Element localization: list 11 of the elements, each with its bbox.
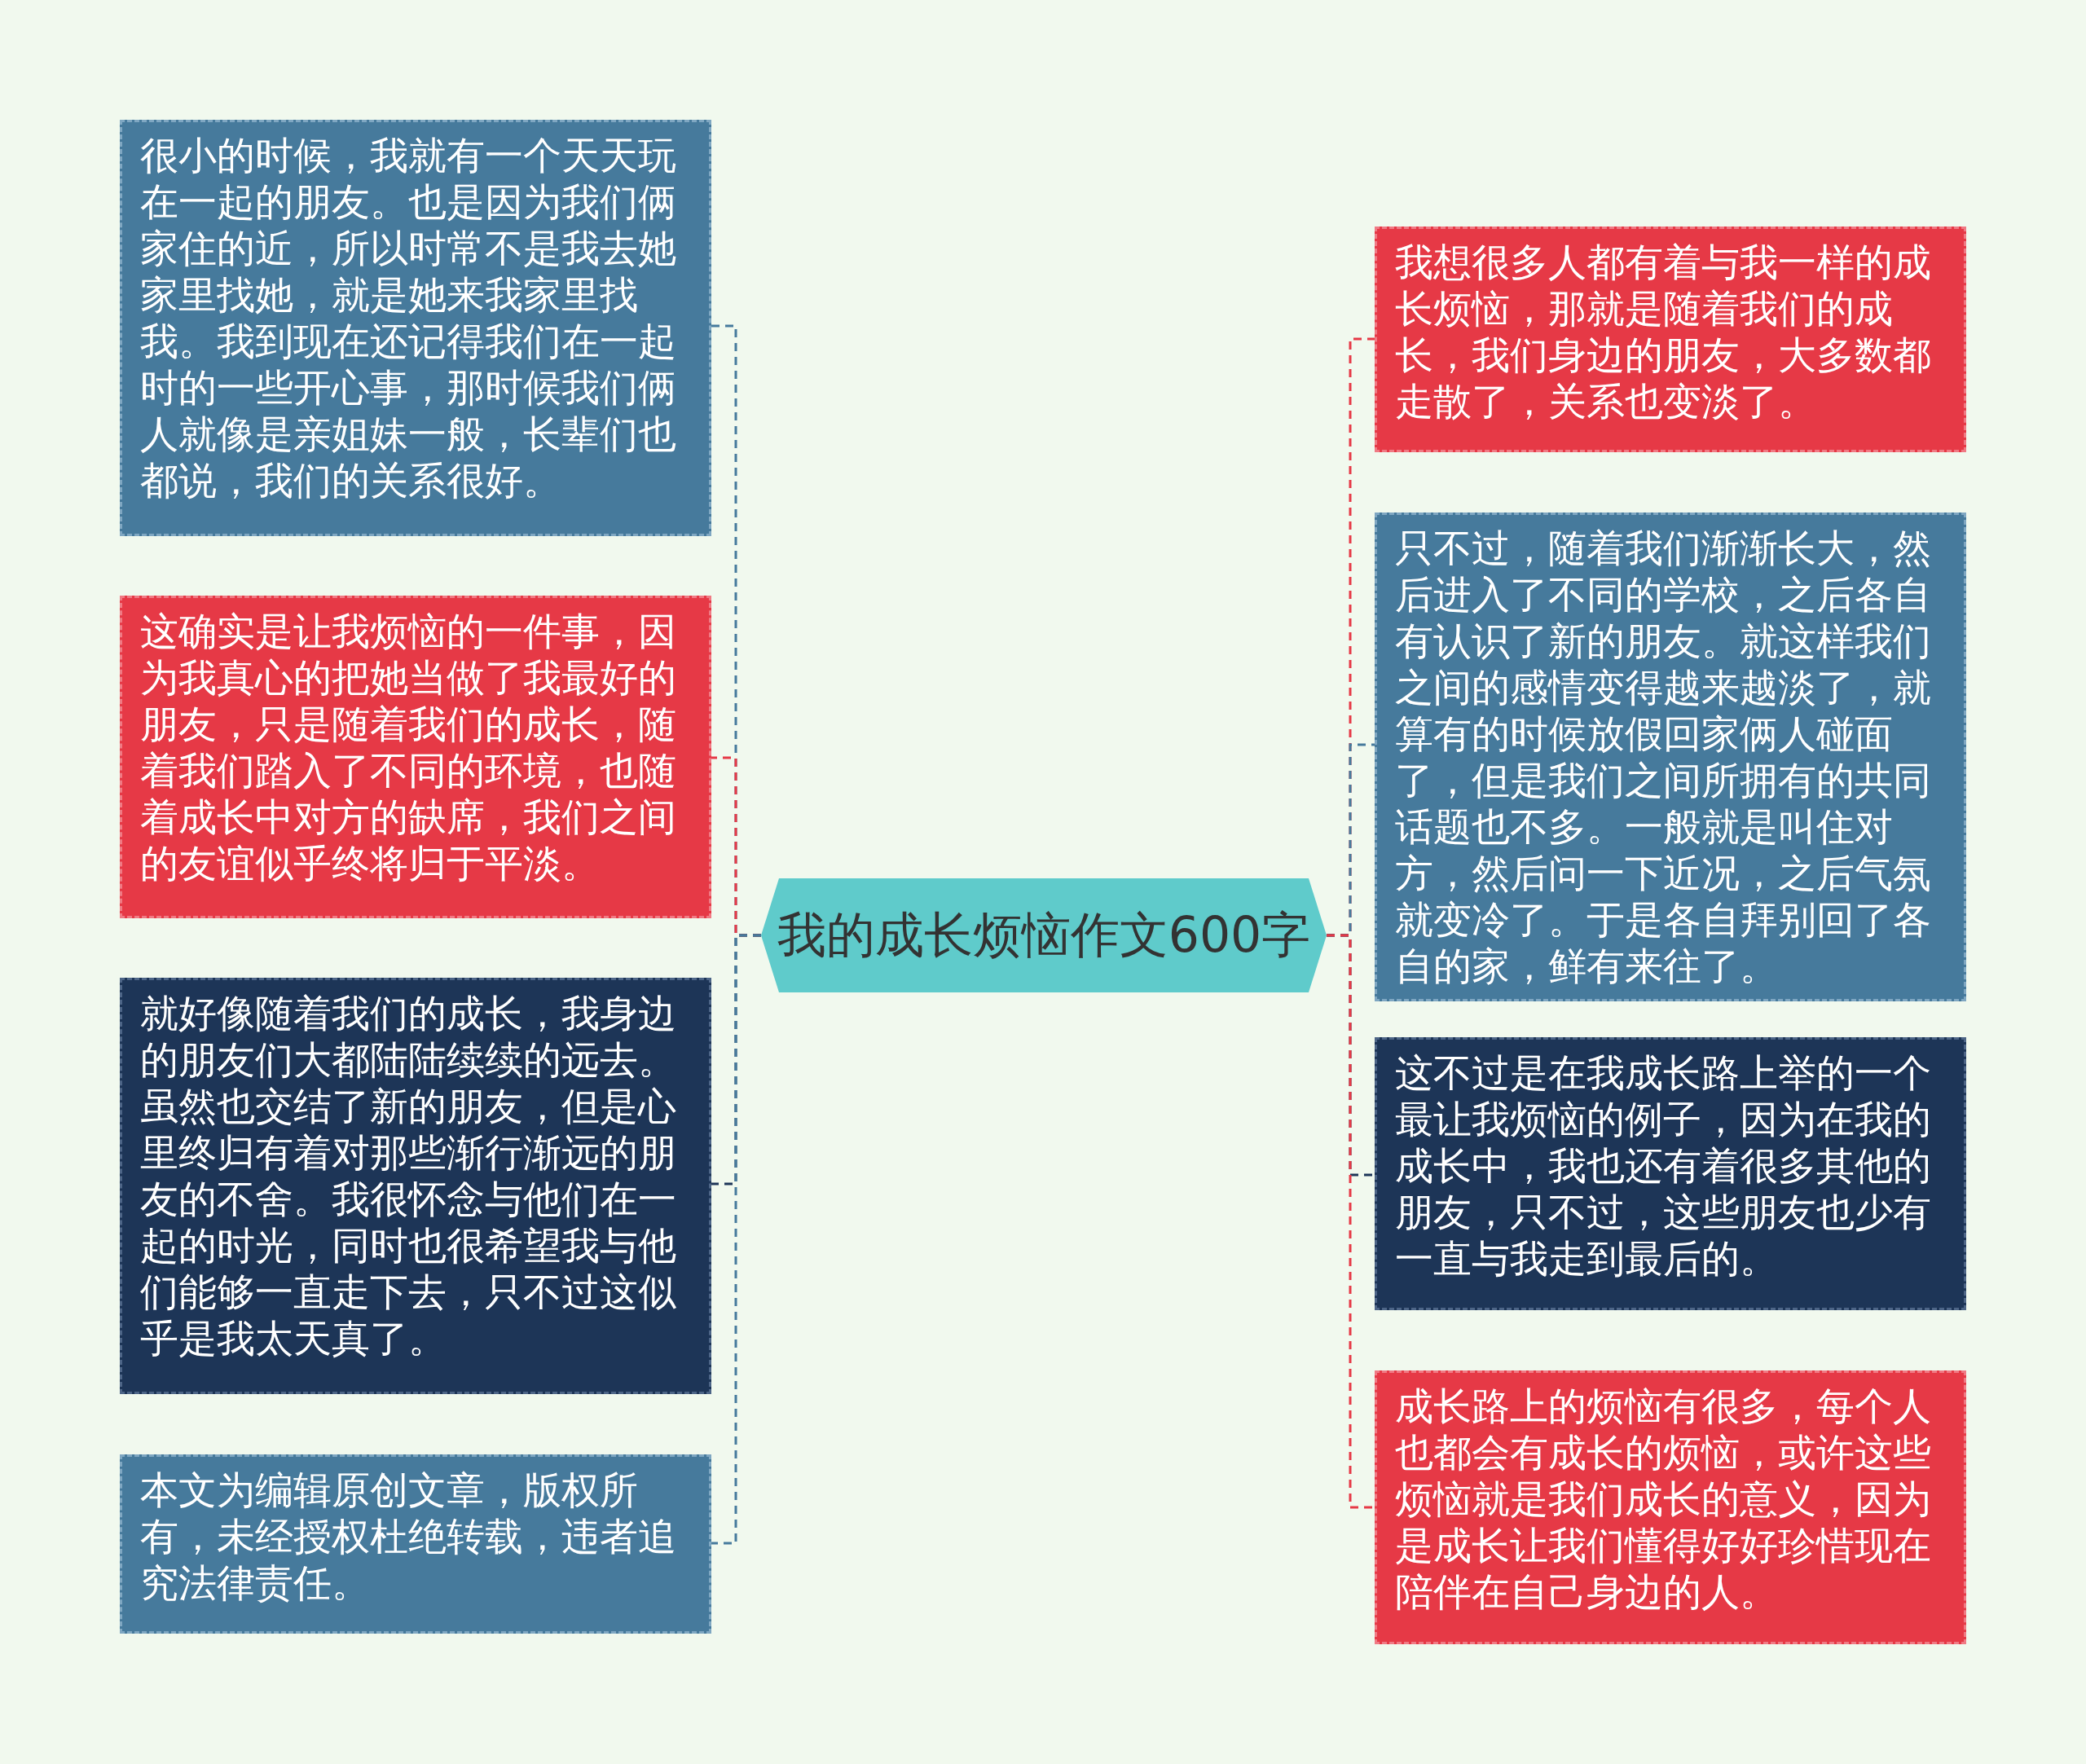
text-box: 这不过是在我成长路上举的一个最让我烦恼的例子，因为在我的成长中，我也还有着很多其他的朋友，只不过，这些朋友也少有一直与我走到最后的。 <box>1375 1037 1966 1310</box>
text-box: 就好像随着我们的成长，我身边的朋友们大都陆陆续续的远去。虽然也交结了新的朋友，但是心里终归有着对那些渐行渐远的朋友的不舍。我很怀念与他们在一起的时光，同时也很希望我与他们能够一直走下去，只不过这似乎是我太天真了。 <box>120 978 711 1394</box>
text-box: 这确实是让我烦恼的一件事，因为我真心的把她当做了我最好的朋友，只是随着我们的成长，随着我们踏入了不同的环境，也随着成长中对方的缺席，我们之间的友谊似乎终将归于平淡。 <box>120 596 711 918</box>
text-box: 成长路上的烦恼有很多，每个人也都会有成长的烦恼，或许这些烦恼就是我们成长的意义，因为是成长让我们懂得好好珍惜现在陪伴在自己身边的人。 <box>1375 1370 1966 1644</box>
text-box: 很小的时候，我就有一个天天玩在一起的朋友。也是因为我们俩家住的近，所以时常不是我去她家里找她，就是她来我家里找我。我到现在还记得我们在一起时的一些开心事，那时候我们俩人就像是亲姐妹一般，长辈们也都说，我们的关系很好。 <box>120 120 711 536</box>
text-box: 只不过，随着我们渐渐长大，然后进入了不同的学校，之后各自有认识了新的朋友。就这样我们之间的感情变得越来越淡了，就算有的时候放假回家俩人碰面了，但是我们之间所拥有的共同话题也不多。一般就是叫住对方，然后问一下近况，之后气氛就变冷了。于是各自拜别回了各自的家，鲜有来往了。 <box>1375 512 1966 1001</box>
connector-line <box>711 934 761 1545</box>
connector-line <box>1327 934 1375 1509</box>
central-topic: 我的成长烦恼作文600字 <box>761 878 1327 992</box>
text-box: 我想很多人都有着与我一样的成长烦恼，那就是随着我们的成长，我们身边的朋友，大多数都走散了，关系也变淡了。 <box>1375 227 1966 452</box>
text-box: 本文为编辑原创文章，版权所有，未经授权杜绝转载，违者追究法律责任。 <box>120 1454 711 1634</box>
